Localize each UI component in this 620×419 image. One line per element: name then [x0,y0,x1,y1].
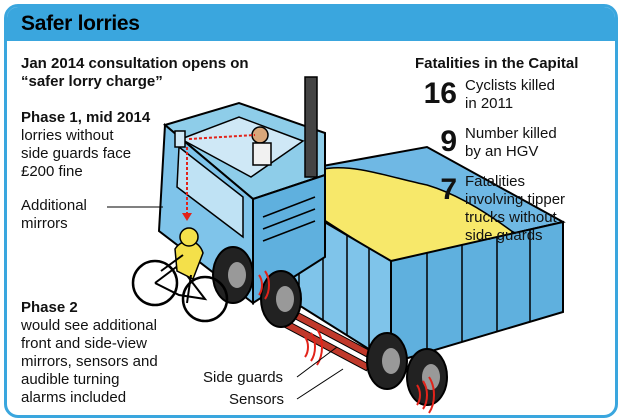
lorry-wheels [212,246,448,406]
infographic-title: Safer lorries [21,12,140,35]
phase2-line-1: would see additional [21,317,157,334]
title-bar [7,7,615,41]
consultation-line-1: Jan 2014 consultation opens on [21,55,249,72]
mirror-icon [174,130,186,148]
fatalities-heading: Fatalities in the Capital [415,55,579,72]
mirrors-label-line-1: Additional [21,197,87,214]
phase1-line-2: side guards face [21,145,132,162]
sensors-leader-line [296,368,344,400]
lorry-illustration [107,76,566,414]
stat-tipper-fatalities-line-3: trucks without [465,209,557,226]
cyclist-helmet [179,227,199,247]
stat-tipper-fatalities-line-1: Fatalities [465,173,526,190]
phase1-heading: Phase 1, mid 2014 [21,109,151,126]
phase1-line-1: lorries without [21,127,114,144]
side-guards-leader-line [296,346,338,378]
mirrors-label-line-2: mirrors [21,215,68,232]
stat-killed-by-hgv-number: 9 [440,125,457,158]
stat-killed-by-hgv-line-1: Number killed [465,125,557,142]
stat-cyclists-killed-number: 16 [423,77,457,110]
phase2-line-3: mirrors, sensors and [21,353,158,370]
sensor-waves [258,270,436,414]
cyclist-figure [131,227,229,323]
side-guards-label: Side guards [203,369,284,386]
infographic-frame: Safer lorries [4,4,618,418]
consultation-line-2: “safer lorry charge” [21,73,163,90]
sightline-dashed [188,134,256,140]
stat-tipper-fatalities-line-2: involving tipper [465,191,566,208]
stat-tipper-fatalities-line-4: side guards [465,227,543,244]
phase2-line-5: alarms included [21,389,127,406]
phase2-line-4: audible turning [21,371,120,388]
phase2-heading: Phase 2 [21,299,78,316]
stat-killed-by-hgv-line-2: by an HGV [465,143,539,160]
stat-tipper-fatalities-number: 7 [440,173,457,206]
lorry-cab [157,76,326,306]
sensors-label: Sensors [229,391,285,408]
stat-cyclists-killed-line-2: in 2011 [465,95,514,112]
phase2-line-2: front and side-view [21,335,147,352]
phase1-line-3: £200 fine [21,163,83,180]
stat-cyclists-killed-line-1: Cyclists killed [465,77,556,94]
